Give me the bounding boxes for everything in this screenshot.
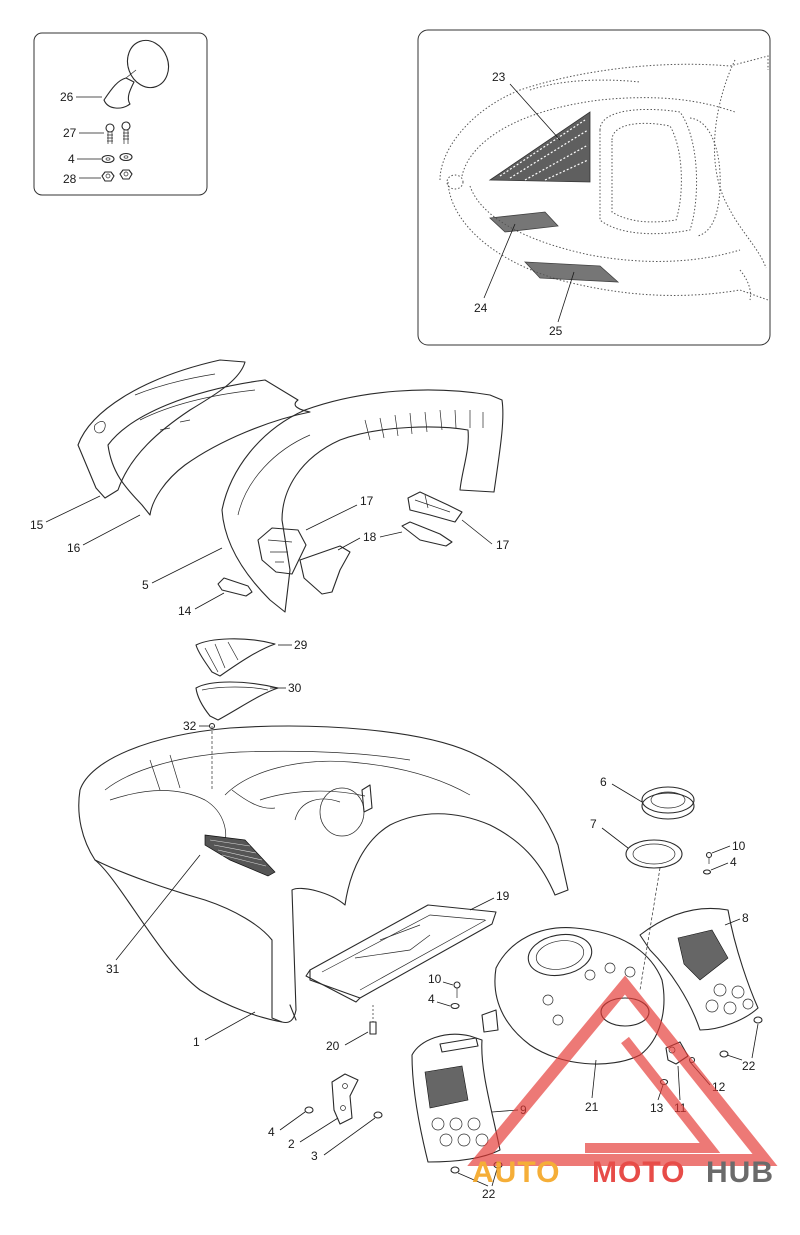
decal-25 — [524, 261, 620, 283]
callout-25: 25 — [549, 324, 563, 338]
callout-8: 8 — [742, 911, 749, 925]
inset-frame-right — [417, 29, 771, 346]
body-part-1 — [78, 725, 569, 1024]
screw-parts — [105, 121, 131, 144]
panel-15 — [77, 359, 246, 499]
nut-parts — [101, 169, 133, 182]
callout-5: 5 — [142, 578, 149, 592]
part-17-right — [407, 491, 463, 523]
callout-4-inset: 4 — [68, 152, 75, 166]
mirror-part — [103, 39, 170, 109]
callout-23: 23 — [492, 70, 506, 84]
center-fasteners: 20 10 4 — [326, 972, 461, 1053]
side-panel-9 — [411, 1033, 501, 1163]
callout-4-bottom: 4 — [268, 1125, 275, 1139]
part-17-left — [257, 527, 307, 575]
callout-32: 32 — [183, 719, 197, 733]
callout-20: 20 — [326, 1039, 340, 1053]
callout-3: 3 — [311, 1149, 318, 1163]
panel-5 — [221, 389, 504, 613]
panel-16 — [107, 379, 311, 516]
inset-panel-mirror: 26 27 4 28 — [33, 32, 208, 196]
callout-21: 21 — [585, 1100, 599, 1114]
decal-24 — [489, 211, 559, 233]
callout-22-bottom: 22 — [482, 1187, 496, 1201]
decal-23 — [488, 111, 591, 183]
callout-19: 19 — [496, 889, 510, 903]
callout-10-center: 10 — [428, 972, 442, 986]
bracket-2 — [331, 1073, 359, 1125]
part-18 — [299, 545, 351, 595]
callout-7: 7 — [590, 817, 597, 831]
ring-6 — [641, 786, 695, 820]
ring-7 — [625, 839, 683, 869]
callout-22-right: 22 — [742, 1059, 756, 1073]
part-14 — [217, 577, 253, 597]
vent-31 — [204, 834, 276, 877]
callout-30: 30 — [288, 681, 302, 695]
callout-10-right: 10 — [732, 839, 746, 853]
callout-6: 6 — [600, 775, 607, 789]
callout-4-center: 4 — [428, 992, 435, 1006]
upper-panels-group: 15 16 5 14 17 18 17 — [30, 359, 510, 618]
callout-17-right: 17 — [496, 538, 510, 552]
watermark-text-moto: MOTO — [592, 1156, 685, 1189]
callout-18: 18 — [363, 530, 377, 544]
watermark-text-auto: AUTO — [472, 1156, 560, 1189]
inset-frame-left — [33, 32, 208, 196]
bracket-group: 4 2 3 — [268, 1073, 383, 1163]
windshield-29 — [195, 638, 276, 677]
callout-27: 27 — [63, 126, 77, 140]
inset-panel-decals: 23 24 25 — [417, 29, 771, 346]
washer-parts — [101, 152, 133, 164]
windshield-30 — [195, 681, 279, 721]
main-body-group: 31 1 19 — [78, 725, 569, 1049]
callout-16: 16 — [67, 541, 81, 555]
callout-26: 26 — [60, 90, 74, 104]
windshield-group: 29 30 32 — [183, 638, 308, 790]
callout-17-left: 17 — [360, 494, 374, 508]
watermark-logo: AUTO MOTO HUB — [467, 975, 778, 1189]
callout-29: 29 — [294, 638, 308, 652]
callout-15: 15 — [30, 518, 44, 532]
callout-28: 28 — [63, 172, 77, 186]
tray-19 — [309, 904, 497, 999]
callout-2: 2 — [288, 1137, 295, 1151]
side-panel-8 — [639, 907, 759, 1031]
callout-4-right: 4 — [730, 855, 737, 869]
watermark-text-hub: HUB — [706, 1156, 774, 1189]
callout-31: 31 — [106, 962, 120, 976]
callout-14: 14 — [178, 604, 192, 618]
right-parts-group: 6 7 10 4 8 21 — [411, 775, 763, 1201]
callout-1: 1 — [193, 1035, 200, 1049]
callout-24: 24 — [474, 301, 488, 315]
callout-13: 13 — [650, 1101, 664, 1115]
